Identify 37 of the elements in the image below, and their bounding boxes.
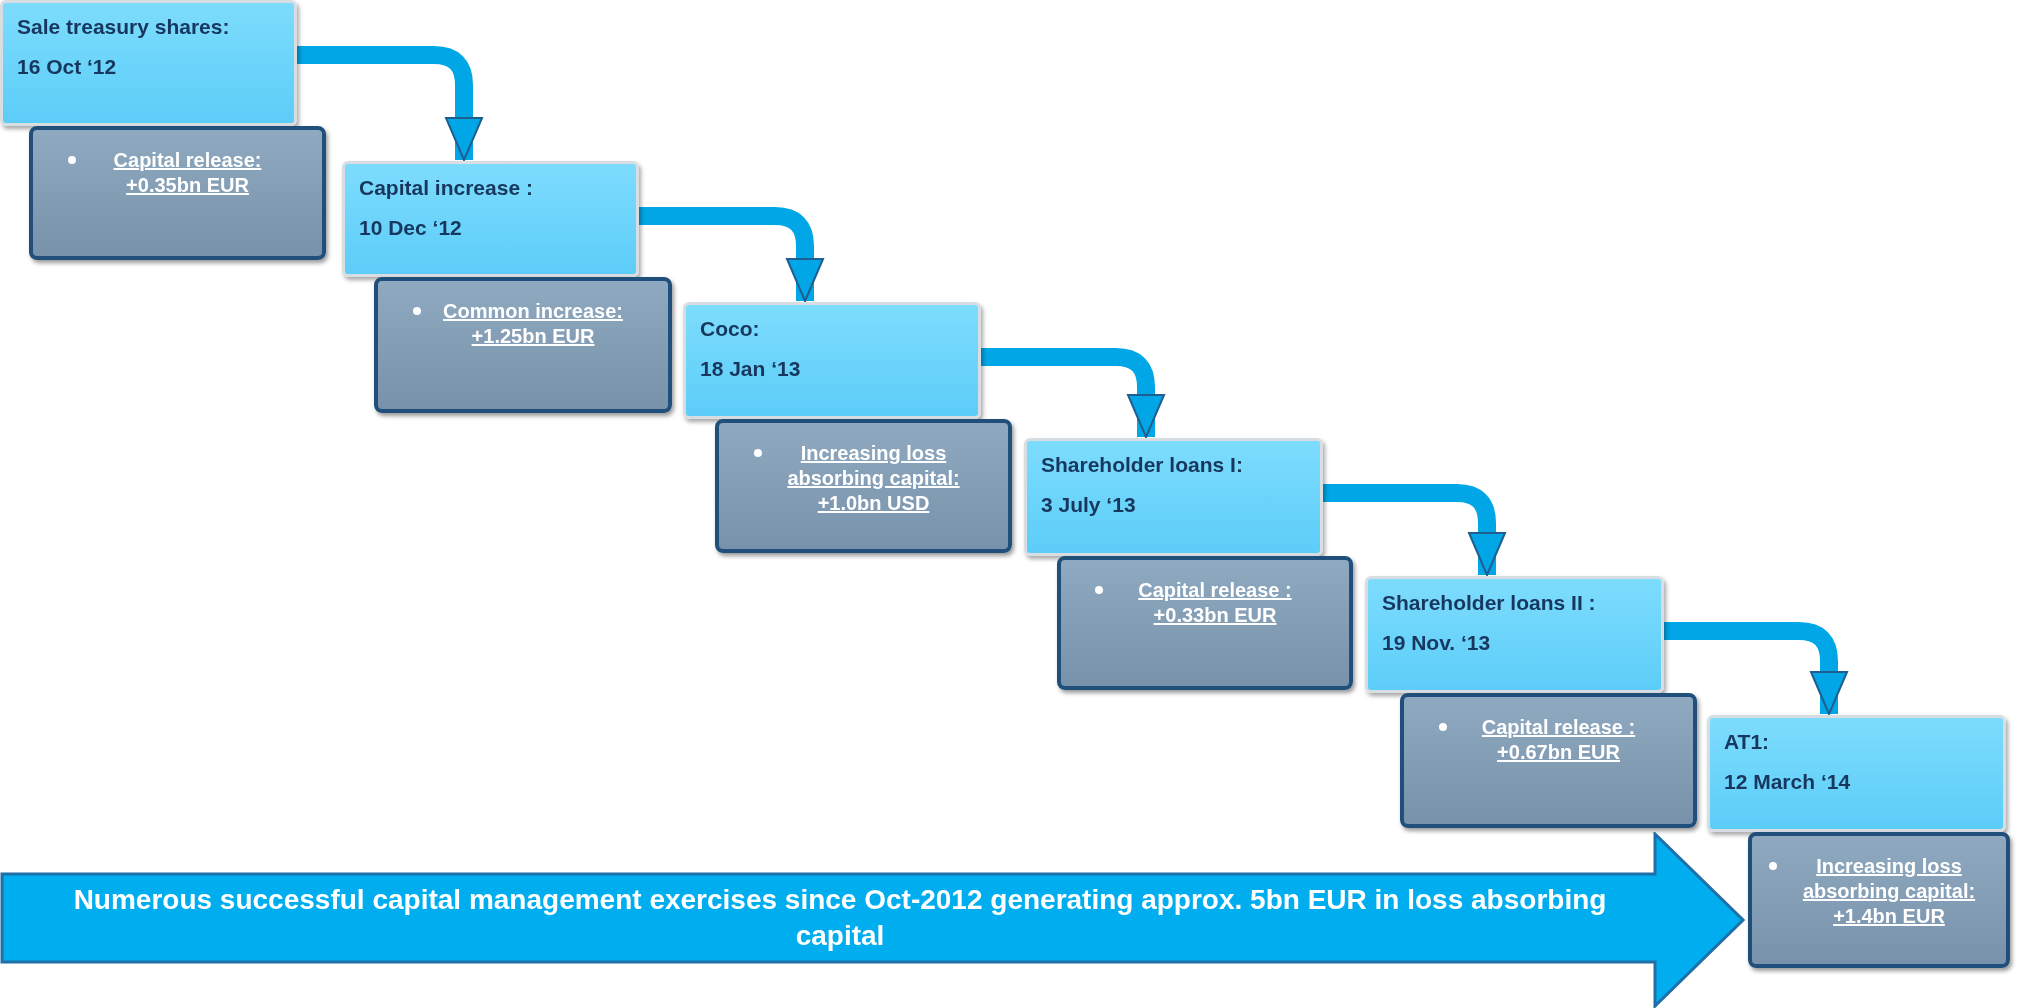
bent-arrow <box>981 348 1165 438</box>
result-box <box>715 419 1012 553</box>
bent-arrow <box>1664 622 1848 715</box>
result-text: Capital release : +0.67bn EUR <box>1480 715 1637 765</box>
summary-arrow <box>0 832 1745 1008</box>
event-title: Coco: <box>700 317 761 341</box>
result-box <box>1057 556 1353 690</box>
event-box <box>1707 715 2006 832</box>
event-title: Capital increase : <box>359 176 534 200</box>
event-date: 16 Oct ‘12 <box>17 55 118 79</box>
event-date: 10 Dec ‘12 <box>359 216 463 240</box>
event-title: Shareholder loans I: <box>1041 453 1244 477</box>
result-text: Increasing loss absorbing capital: +1.4bn EUR <box>1801 854 1977 929</box>
event-title: Shareholder loans II : <box>1382 591 1597 615</box>
result-text: Common increase: +1.25bn EUR <box>441 299 625 349</box>
result-box <box>29 126 326 260</box>
bent-arrow <box>1323 484 1506 576</box>
event-title: Sale treasury shares: <box>17 15 231 39</box>
event-box <box>1365 576 1664 693</box>
event-title: AT1: <box>1724 730 1771 754</box>
result-box <box>1400 693 1697 828</box>
bent-arrow <box>297 46 483 161</box>
result-box <box>1748 832 2010 968</box>
event-box <box>683 302 981 419</box>
event-date: 3 July ‘13 <box>1041 493 1137 517</box>
event-box <box>1024 438 1323 556</box>
event-date: 12 March ‘14 <box>1724 770 1852 794</box>
result-text: Capital release : +0.33bn EUR <box>1137 578 1293 628</box>
summary-text: Numerous successful capital management exercises since Oct-2012 generating approx. 5bn EUR in loss absorbing capital <box>72 882 1608 953</box>
event-box <box>342 161 639 277</box>
result-text: Increasing loss absorbing capital: +1.0bn USD <box>786 441 961 516</box>
event-date: 19 Nov. ‘13 <box>1382 631 1492 655</box>
result-text: Capital release: +0.35bn EUR <box>112 148 263 198</box>
event-date: 18 Jan ‘13 <box>700 357 802 381</box>
bent-arrow <box>639 207 824 302</box>
event-box <box>0 0 297 126</box>
result-box <box>374 277 672 413</box>
